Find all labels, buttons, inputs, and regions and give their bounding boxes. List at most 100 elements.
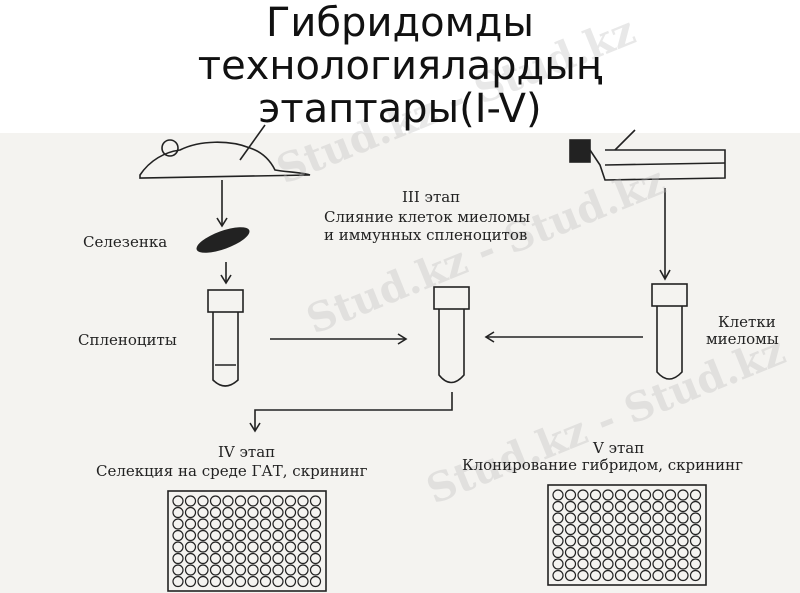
plate-well <box>259 506 272 519</box>
plate-well <box>197 518 209 530</box>
tube-myeloma <box>651 283 688 380</box>
plate-well <box>652 535 664 547</box>
plate-well <box>272 518 284 530</box>
plate-well <box>664 523 677 536</box>
plate-well <box>577 512 589 524</box>
myeloma-label-1: Клетки <box>718 313 776 331</box>
plate-well <box>309 564 322 576</box>
plate-well <box>677 569 689 582</box>
plate-well <box>627 535 639 547</box>
plate-well <box>297 541 309 553</box>
plate-well <box>272 575 284 588</box>
plate-well <box>234 564 247 576</box>
plate-well <box>677 558 689 570</box>
plate-well <box>172 564 184 576</box>
plate-well <box>209 495 222 507</box>
plate-well <box>602 558 614 570</box>
plate-well <box>552 535 564 547</box>
plate-well <box>184 495 197 507</box>
plate-well <box>247 529 259 542</box>
mouse-drawing <box>139 124 311 179</box>
plate-well <box>677 512 689 524</box>
plate-well <box>284 495 297 507</box>
plate-well <box>564 558 577 570</box>
plate-well <box>664 535 677 547</box>
plate-well <box>552 523 564 536</box>
plate-well <box>652 512 664 524</box>
plate-well <box>552 489 564 501</box>
plate-well <box>309 575 322 588</box>
stage5-desc: Клонирование гибридом, скрининг <box>462 456 744 474</box>
plate-stage5 <box>547 484 707 586</box>
plate-well <box>259 529 272 542</box>
plate-well <box>259 575 272 588</box>
plate-well <box>577 500 589 513</box>
plate-well <box>627 512 639 524</box>
plate-well <box>652 489 664 501</box>
plate-well <box>247 541 259 553</box>
plate-well <box>664 569 677 582</box>
plate-well <box>589 500 602 513</box>
plate-well <box>184 518 197 530</box>
plate-well <box>284 564 297 576</box>
plate-well <box>284 506 297 519</box>
plate-well <box>589 569 602 582</box>
plate-well <box>197 541 209 553</box>
plate-well <box>297 575 309 588</box>
plate-well <box>652 546 664 559</box>
plate-well <box>259 541 272 553</box>
plate-well <box>284 529 297 542</box>
plate-stage4 <box>167 490 327 592</box>
plate-well <box>309 529 322 542</box>
plate-well <box>172 495 184 507</box>
plate-well <box>677 489 689 501</box>
plate-well <box>614 569 627 582</box>
title-line-3: этаптары(I-V) <box>258 86 542 132</box>
plate-well <box>552 512 564 524</box>
plate-well <box>564 489 577 501</box>
plate-well <box>259 518 272 530</box>
plate-well <box>222 575 234 588</box>
plate-well <box>639 523 652 536</box>
plate-well <box>589 512 602 524</box>
plate-well <box>297 518 309 530</box>
plate-well <box>209 518 222 530</box>
plate-well <box>172 575 184 588</box>
plate-well <box>639 512 652 524</box>
plate-well <box>564 500 577 513</box>
plate-well <box>589 523 602 536</box>
plate-well <box>652 558 664 570</box>
plate-well <box>222 541 234 553</box>
plate-well <box>197 529 209 542</box>
plate-well <box>639 489 652 501</box>
plate-well <box>627 569 639 582</box>
plate-well <box>689 500 702 513</box>
plate-well <box>652 569 664 582</box>
plate-well <box>247 495 259 507</box>
plate-well <box>677 500 689 513</box>
plate-well <box>689 512 702 524</box>
plate-well <box>184 529 197 542</box>
plate-well <box>614 535 627 547</box>
plate-well <box>677 523 689 536</box>
plate-well <box>247 564 259 576</box>
plate-well <box>677 546 689 559</box>
plate-well <box>602 535 614 547</box>
plate-well <box>577 535 589 547</box>
plate-well <box>309 506 322 519</box>
plate-well <box>197 506 209 519</box>
plate-well <box>627 500 639 513</box>
plate-well <box>297 506 309 519</box>
plate-well <box>172 541 184 553</box>
stage3-line-1: Слияние клеток миеломы <box>324 208 531 226</box>
plate-well <box>197 575 209 588</box>
plate-well <box>564 569 577 582</box>
splenocytes-label: Спленоциты <box>78 331 177 349</box>
plate-well <box>552 569 564 582</box>
stage4-title: IV этап <box>218 443 276 461</box>
plate-well <box>564 523 577 536</box>
plate-well <box>172 552 184 565</box>
plate-well <box>184 506 197 519</box>
plate-well <box>209 552 222 565</box>
plate-well <box>614 489 627 501</box>
